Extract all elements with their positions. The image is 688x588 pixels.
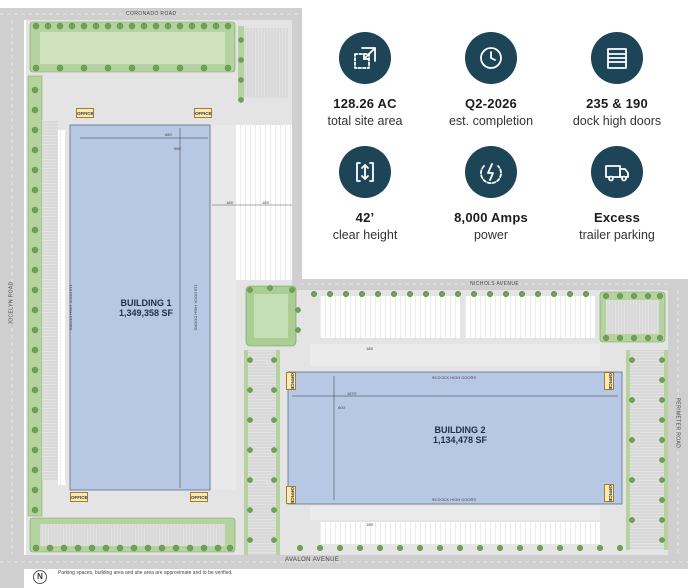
height-icon xyxy=(339,146,391,198)
stat-power: 8,000 Amps power xyxy=(426,146,556,242)
stat-label: total site area xyxy=(327,114,403,128)
stat-value: Excess xyxy=(593,210,641,225)
building-2-doors-top: 95 DOCK HIGH DOORS xyxy=(432,375,477,380)
stat-value: 128.26 AC xyxy=(333,96,397,111)
office-b2-se: OFFICE xyxy=(604,484,614,502)
building-1 xyxy=(69,124,211,491)
stat-label: trailer parking xyxy=(579,228,655,242)
truck-court-dim-b: 185' xyxy=(262,200,270,205)
door-icon xyxy=(591,32,643,84)
building-2-court-top-dim: 185' xyxy=(366,346,374,351)
building-1-sf: 1,349,358 SF xyxy=(118,308,174,318)
office-b2-sw: OFFICE xyxy=(286,486,296,504)
north-arrow-icon: N xyxy=(33,570,47,584)
building-2-name: BUILDING 2 xyxy=(434,425,486,435)
nichols-avenue-label: NICHOLS AVENUE xyxy=(470,281,520,287)
footnote: Parking spaces, building area and site a… xyxy=(58,570,233,576)
building-2-sf: 1,134,478 SF xyxy=(432,435,488,445)
stat-label: dock high doors xyxy=(572,114,662,128)
office-b1-sw: OFFICE xyxy=(70,492,88,502)
east-parking xyxy=(628,350,664,550)
building-2-trailer-bottom xyxy=(310,506,600,520)
stat-trailer-parking: Excess trailer parking xyxy=(552,146,682,242)
expand-icon xyxy=(339,32,391,84)
property-stats: 128.26 AC total site area Q2-2026 est. c… xyxy=(300,0,688,270)
stat-clear-height: 42’ clear height xyxy=(300,146,430,242)
building-1-doors-east: 118 DOCK HIGH DOORS xyxy=(193,284,199,331)
building-1-depth-dim: 560' xyxy=(174,146,182,151)
trees xyxy=(31,22,665,552)
truck-icon xyxy=(591,146,643,198)
office-b1-nw: OFFICE xyxy=(76,108,94,118)
stat-value: 42’ xyxy=(355,210,375,225)
building-2-doors-bottom: 95 DOCK HIGH DOORS xyxy=(432,497,477,502)
office-b2-nw: OFFICE xyxy=(286,372,296,390)
building-2 xyxy=(287,371,623,505)
power-icon xyxy=(465,146,517,198)
perimeter-road-label: PERIMETER ROAD xyxy=(674,397,681,449)
west-access-road xyxy=(292,8,302,290)
nichols-road xyxy=(300,279,688,290)
stat-value: 235 & 190 xyxy=(586,96,648,111)
office-b2-ne: OFFICE xyxy=(604,372,614,390)
north-parking xyxy=(238,28,288,98)
stat-value: 8,000 Amps xyxy=(454,210,528,225)
building-1-doors-west: 118 DOCK HIGH DOORS xyxy=(68,284,74,331)
building-2-depth-dim: 600' xyxy=(338,405,346,410)
building-2-width-dim: 1570' xyxy=(347,391,357,396)
building-2-trailer-top xyxy=(320,296,460,338)
avalon-avenue-label: AVALON AVENUE xyxy=(285,557,340,563)
clock-icon xyxy=(465,32,517,84)
building-2-label: BUILDING 2 1,134,478 SF xyxy=(400,425,520,445)
truck-court-dim: 185' xyxy=(226,200,234,205)
stat-site-area: 128.26 AC total site area xyxy=(300,32,430,128)
stat-label: est. completion xyxy=(448,114,534,128)
building-1-truck-court xyxy=(212,125,236,490)
coronado-road-label: CORONADO ROAD xyxy=(126,11,177,17)
stat-dock-doors: 235 & 190 dock high doors xyxy=(552,32,682,128)
jocelyn-road-label: JOCELYN ROAD xyxy=(8,281,15,325)
west-parking xyxy=(42,120,58,480)
stat-label: clear height xyxy=(332,228,398,242)
stat-completion: Q2-2026 est. completion xyxy=(426,32,556,128)
stat-value: Q2-2026 xyxy=(465,96,517,111)
building-2-court-bottom-dim: 185' xyxy=(366,522,374,527)
building-1-label: BUILDING 1 1,349,358 SF xyxy=(96,298,196,318)
building-1-width-dim: 680' xyxy=(165,132,173,137)
stat-label: power xyxy=(473,228,509,242)
office-b1-ne: OFFICE xyxy=(194,108,212,118)
office-b1-se: OFFICE xyxy=(190,492,208,502)
building-1-name: BUILDING 1 xyxy=(120,298,172,308)
